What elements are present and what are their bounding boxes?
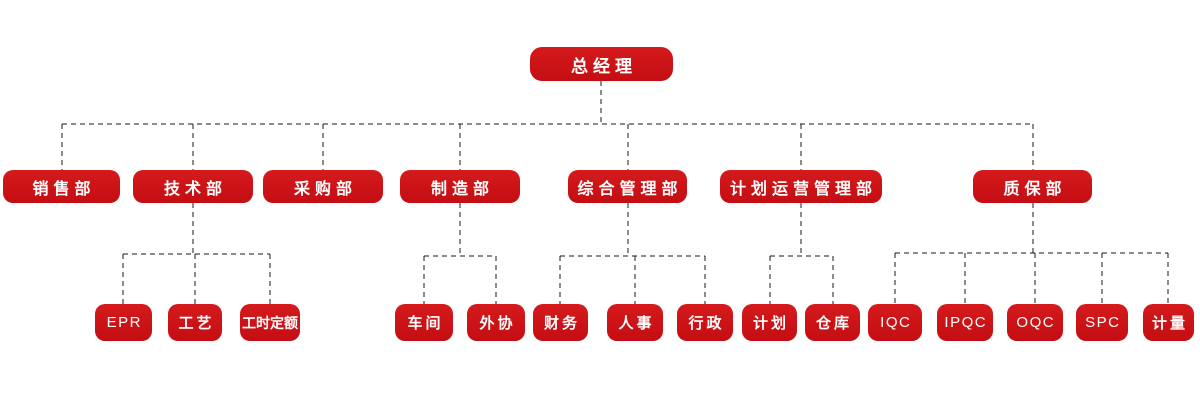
- node-metrology: 计量: [1143, 304, 1194, 341]
- node-quality-assurance-dept: 质保部: [973, 170, 1092, 203]
- node-finance: 财务: [533, 304, 588, 341]
- node-admin: 行政: [677, 304, 733, 341]
- node-general-manager: 总经理: [530, 47, 673, 81]
- node-outsourcing: 外协: [467, 304, 525, 341]
- node-warehouse: 仓库: [805, 304, 860, 341]
- node-manufacturing-dept: 制造部: [400, 170, 520, 203]
- node-labor-hour-quota: 工时定额: [240, 304, 300, 341]
- node-sales-dept: 销售部: [3, 170, 120, 203]
- node-iqc: IQC: [868, 304, 922, 341]
- node-hr: 人事: [607, 304, 663, 341]
- node-tech-dept: 技术部: [133, 170, 253, 203]
- node-purchasing-dept: 采购部: [263, 170, 383, 203]
- node-oqc: OQC: [1007, 304, 1063, 341]
- node-general-mgmt-dept: 综合管理部: [568, 170, 687, 203]
- node-spc: SPC: [1076, 304, 1128, 341]
- node-ipqc: IPQC: [937, 304, 993, 341]
- node-process: 工艺: [168, 304, 222, 341]
- node-planning-operations-dept: 计划运营管理部: [720, 170, 882, 203]
- node-workshop: 车间: [395, 304, 453, 341]
- node-planning: 计划: [742, 304, 797, 341]
- node-epr: EPR: [95, 304, 152, 341]
